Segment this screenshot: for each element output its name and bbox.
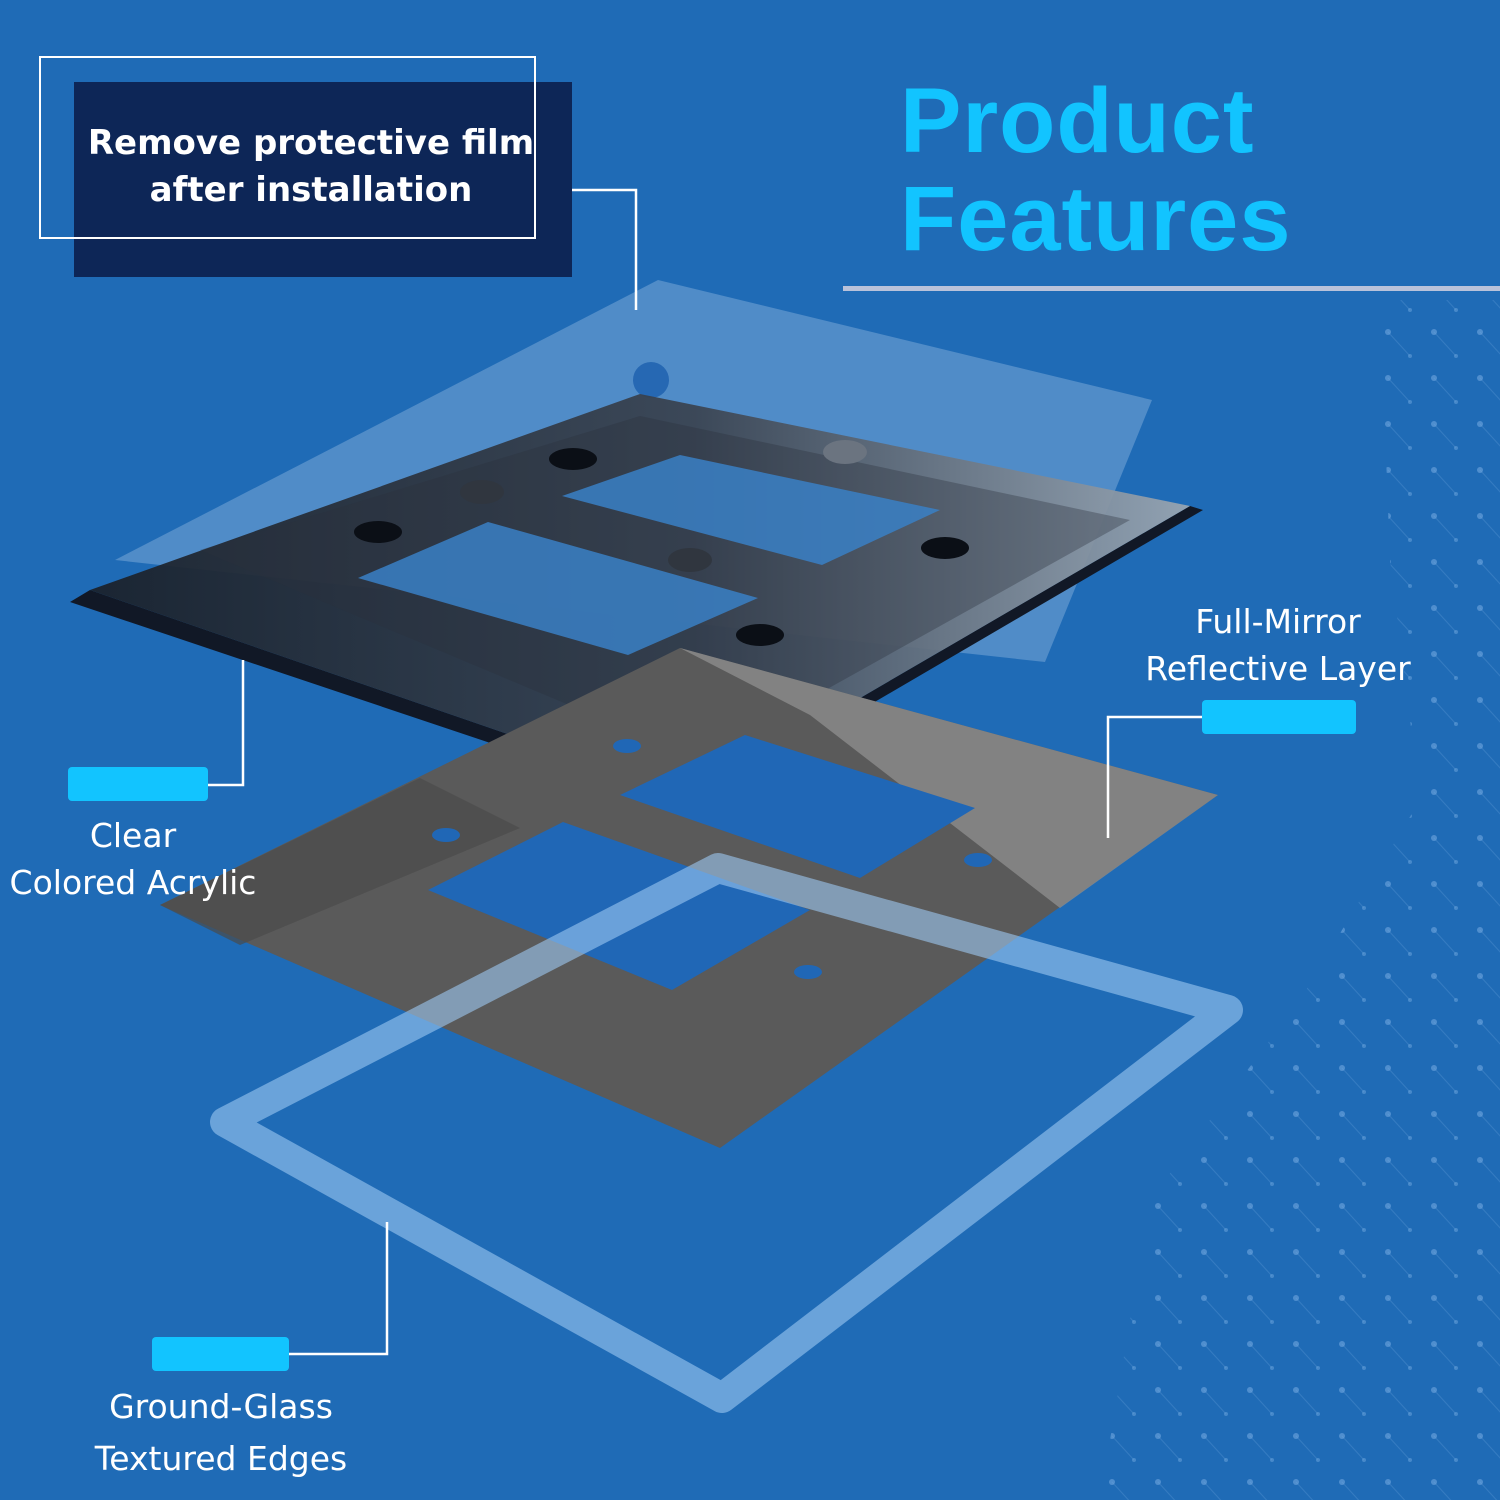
stud-hole: [668, 548, 712, 572]
title-line2: Features: [900, 168, 1292, 270]
glass-label-line1: Ground-Glass: [109, 1387, 333, 1426]
stud-hole: [823, 440, 867, 464]
mirror-tag: [1202, 700, 1356, 734]
plate-window-2: [562, 455, 940, 565]
ground-glass-frame: [210, 853, 1243, 1413]
acrylic-label: Clear Colored Acrylic: [8, 812, 258, 906]
acrylic-label-line1: Clear: [89, 816, 177, 855]
page-title: Product Features: [900, 72, 1292, 268]
film-note-text: Remove protective film after installatio…: [74, 120, 548, 214]
title-line1: Product: [900, 70, 1255, 172]
network-dots-backdrop: [1100, 300, 1500, 1500]
mirror-window-2: [620, 735, 975, 878]
glass-label-line2: Textured Edges: [94, 1439, 348, 1478]
acrylic-plate: [70, 394, 1203, 810]
film-note-box: [74, 82, 572, 277]
film-note-line2: after installation: [149, 170, 473, 210]
glass-label: Ground-Glass Textured Edges: [90, 1381, 352, 1485]
film-hole: [633, 362, 669, 398]
screw-hole: [549, 448, 597, 470]
screw-hole: [921, 537, 969, 559]
stud-hole: [460, 480, 504, 504]
mirror-label-line2: Reflective Layer: [1145, 649, 1411, 688]
mirror-label-line1: Full-Mirror: [1195, 602, 1361, 641]
film-note-line1: Remove protective film: [87, 123, 535, 163]
screw-hole: [354, 521, 402, 543]
acrylic-label-line2: Colored Acrylic: [9, 863, 257, 902]
plate-window-1: [358, 522, 758, 655]
mirror-label: Full-Mirror Reflective Layer: [1140, 598, 1416, 692]
screw-hole: [736, 624, 784, 646]
glass-leader-line: [262, 1222, 389, 1356]
glass-tag: [152, 1337, 289, 1371]
acrylic-tag: [68, 767, 208, 801]
mirror-leader-line: [1106, 715, 1232, 838]
title-divider: [843, 286, 1500, 291]
film-note-frame: [39, 56, 536, 239]
